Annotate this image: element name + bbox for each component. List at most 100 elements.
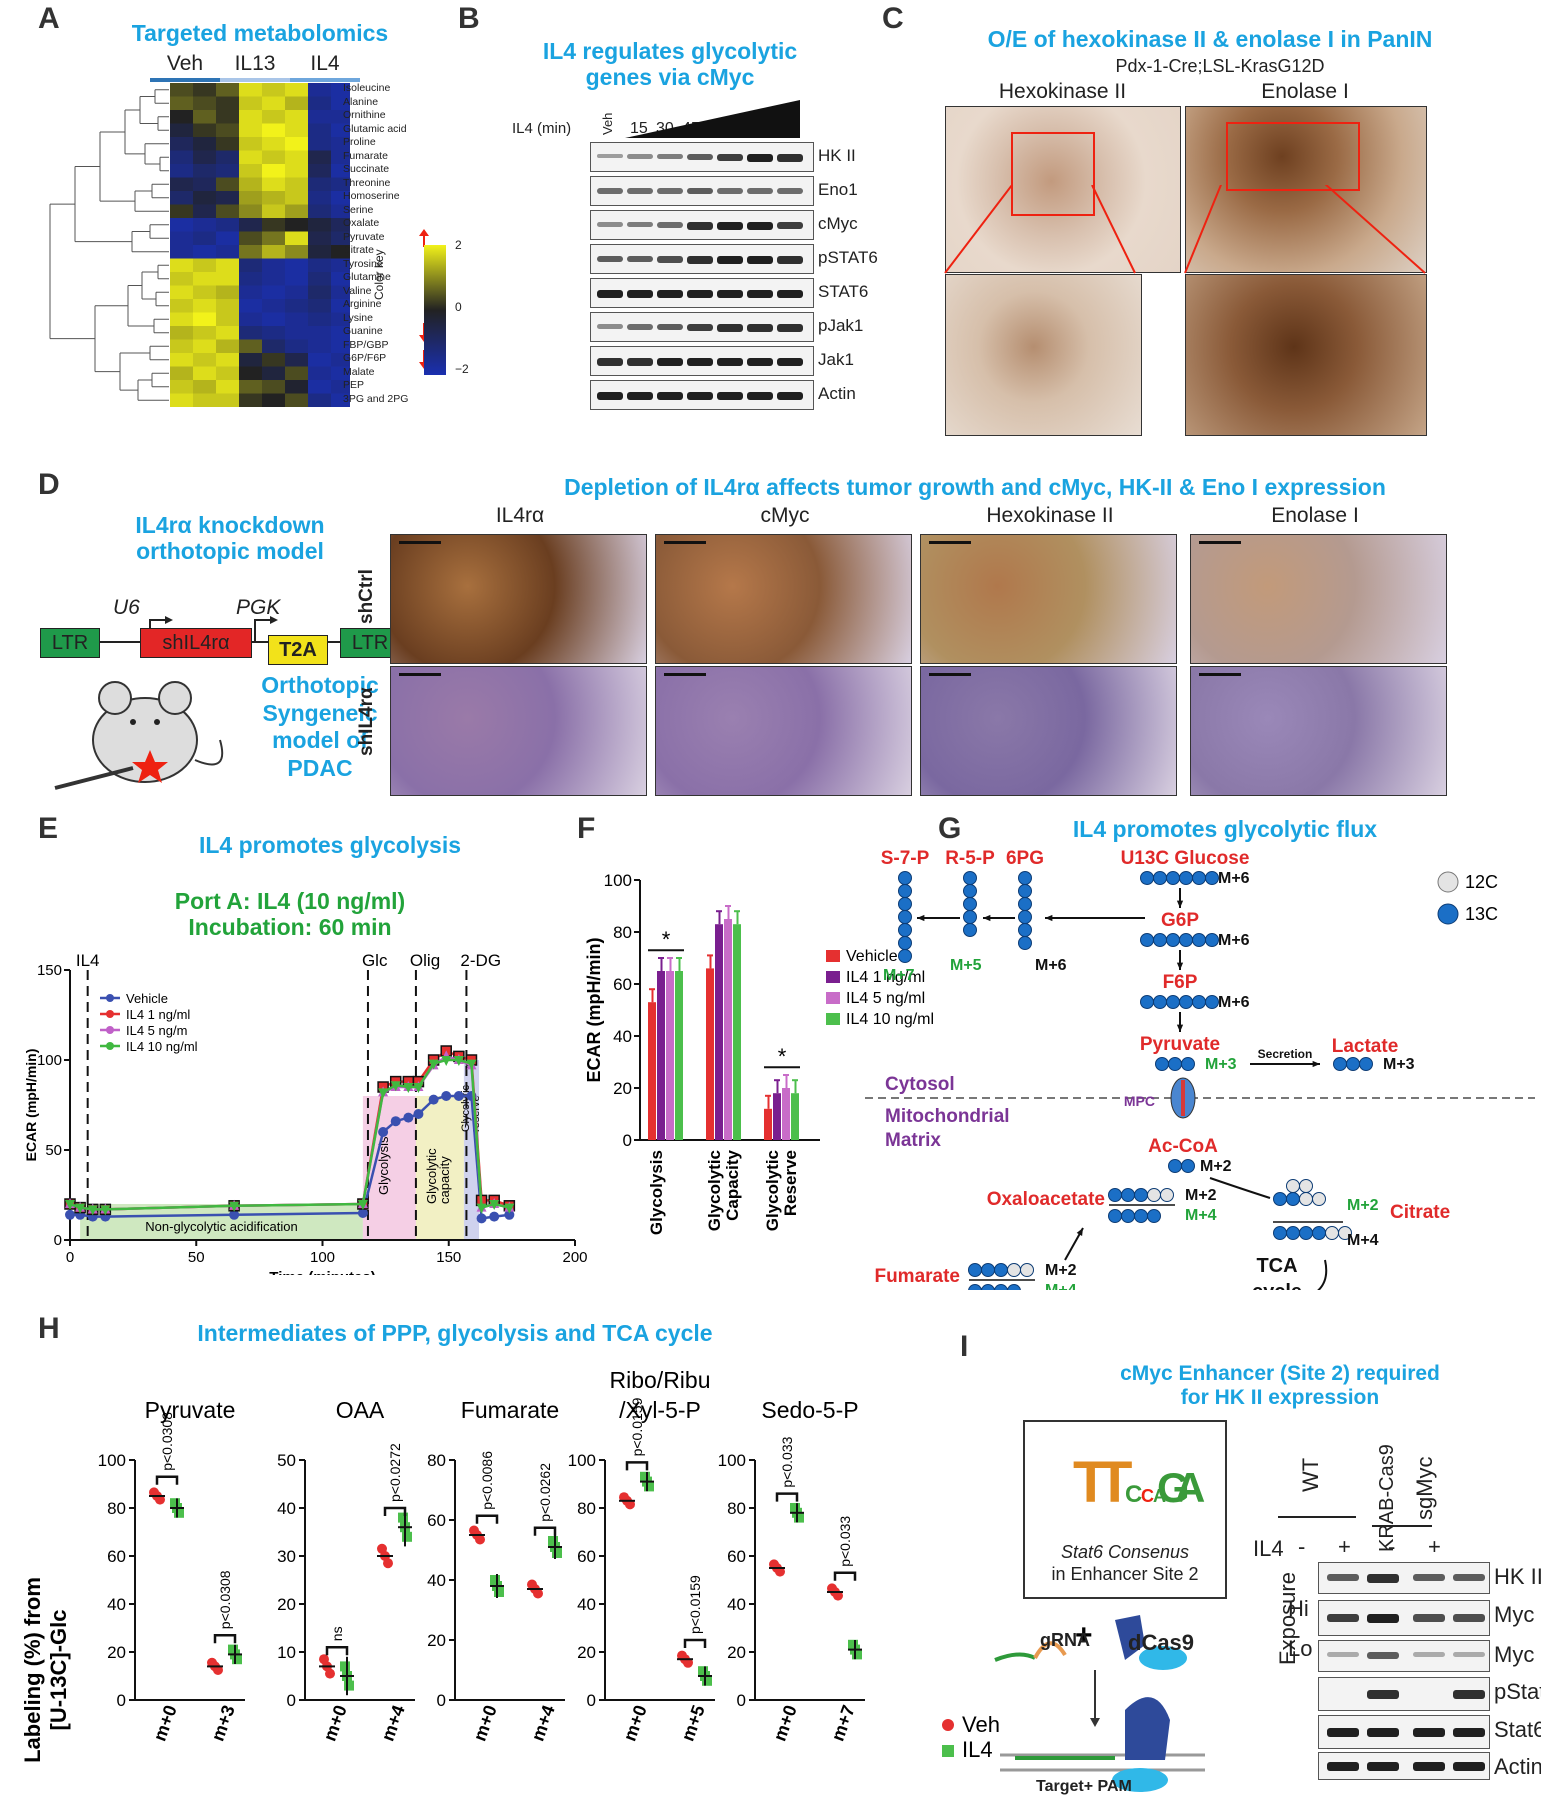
heatmap-cell: [331, 164, 350, 178]
heatmap-cell: [331, 299, 350, 313]
il4-sign: +: [1428, 1534, 1441, 1559]
metabolite-label: Ornithine: [343, 109, 386, 121]
blot-band: [657, 290, 683, 298]
blot-band: [1367, 1574, 1399, 1583]
heatmap-cell: [170, 312, 193, 326]
il4-sign: -: [1298, 1534, 1306, 1559]
legend-label: IL4 1 ng/ml: [846, 969, 925, 986]
blot-band: [597, 256, 623, 262]
heatmap-cell: [331, 110, 350, 124]
heatmap-cell: [216, 339, 239, 353]
heatmap-cell: [193, 218, 216, 232]
motif-caption-line: Stat6 Consenus: [1060, 1542, 1190, 1562]
x-tick: 100: [310, 1249, 335, 1266]
carbon-atom: [1121, 1209, 1135, 1223]
x-axis-label: Time (minutes): [269, 1269, 375, 1275]
blot-label: pSTAT6: [818, 248, 878, 267]
heatmap-cell: [262, 353, 285, 367]
blot-band: [747, 256, 773, 264]
y-tick: 40: [107, 1595, 126, 1614]
blot-band: [747, 154, 773, 162]
il4-sign: +: [1338, 1534, 1351, 1559]
heatmap-cell: [285, 164, 308, 178]
ihc-hk2-overview: [945, 106, 1181, 273]
blot-band: [687, 290, 713, 298]
heatmap-cell: [308, 326, 331, 340]
blot-band: [1367, 1728, 1399, 1737]
blot-band: [627, 290, 653, 298]
y-tick: 80: [427, 1451, 446, 1470]
carbon-atom: [1333, 1057, 1347, 1071]
data-point: [441, 1091, 452, 1101]
data-point: [413, 1083, 424, 1093]
subplot-title: /Xyl-5-P: [619, 1397, 701, 1423]
carbon-atom: [1312, 1226, 1326, 1240]
flux-label: G6P: [1161, 910, 1199, 931]
heatmap-cell: [285, 137, 308, 151]
blot-label: cMyc: [818, 214, 858, 233]
legend-label: IL4 5 ng/ml: [846, 990, 925, 1007]
heatmap-cell: [193, 326, 216, 340]
data-point: [65, 1209, 75, 1220]
legend-label: Veh: [962, 1712, 1000, 1737]
heatmap-cell: [262, 83, 285, 97]
flux-label: M+6: [1218, 994, 1250, 1011]
heatmap-cell: [262, 231, 285, 245]
ihc-row-label: shIL4rα: [356, 687, 377, 756]
y-tick: 60: [107, 1547, 126, 1566]
heatmap-cell: [262, 191, 285, 205]
heatmap-cell: [262, 204, 285, 218]
carbon-atom: [1346, 1057, 1360, 1071]
heatmap-cell: [193, 380, 216, 394]
heatmap-cell: [216, 204, 239, 218]
panel-d-left-title: IL4rα knockdown orthotopic model: [95, 512, 365, 565]
heatmap-cell: [331, 218, 350, 232]
y-axis-label: Labeling (%) from: [20, 1577, 45, 1763]
ihc-image: [1190, 534, 1447, 664]
metabolite-label: Glutamine: [343, 271, 391, 283]
heatmap-cell: [285, 96, 308, 110]
blot-band: [1327, 1574, 1359, 1581]
col-label: Hexokinase II: [998, 80, 1127, 103]
color-key-tick: 2: [455, 238, 462, 252]
carbon-atom: [1286, 1226, 1300, 1240]
heatmap-cell: [262, 96, 285, 110]
carbon-atom: [898, 897, 912, 911]
blot-band: [597, 290, 623, 298]
blot-band: [687, 188, 713, 194]
carbon-atom: [1007, 1284, 1021, 1290]
heatmap-cell: [170, 177, 193, 191]
y-tick: 0: [623, 1131, 632, 1150]
injection-label: IL4: [76, 951, 100, 970]
il4-point: [174, 1507, 184, 1518]
heatmap-cell: [193, 285, 216, 299]
scale-bar: [1199, 541, 1241, 544]
blot-band: [717, 290, 743, 298]
y-tick: 100: [98, 1451, 126, 1470]
heatmap-cell: [285, 110, 308, 124]
region-label: Non-glycolytic acidification: [145, 1219, 297, 1234]
panel-b-title: IL4 regulates glycolytic genes via cMyc: [510, 38, 830, 91]
svg-text:A: A: [1175, 1464, 1205, 1511]
heatmap-cell: [308, 258, 331, 272]
veh-point: [475, 1534, 485, 1545]
gradient-wedge: [625, 100, 800, 138]
bar: [782, 1088, 790, 1140]
p-value: p<0.033: [837, 1516, 853, 1567]
flux-label: Lactate: [1332, 1036, 1399, 1057]
heatmap-cell: [262, 123, 285, 137]
carbon-atom: [1299, 1192, 1313, 1206]
injection-label: Olig: [410, 951, 440, 970]
heatmap-cell: [193, 96, 216, 110]
panel-h-title: Intermediates of PPP, glycolysis and TCA…: [197, 1320, 713, 1346]
panel-e-title: IL4 promotes glycolysis: [198, 832, 462, 858]
metabolite-label: Homoserine: [343, 190, 400, 202]
heatmap-cell: [193, 177, 216, 191]
il4-point: [402, 1531, 412, 1542]
heatmap-cell: [170, 231, 193, 245]
ihc-image: [655, 666, 912, 796]
heatmap-cell: [308, 380, 331, 394]
col-wt-label: WT: [1298, 1457, 1323, 1492]
il4-point: [232, 1654, 242, 1665]
heatmap-cell: [193, 204, 216, 218]
